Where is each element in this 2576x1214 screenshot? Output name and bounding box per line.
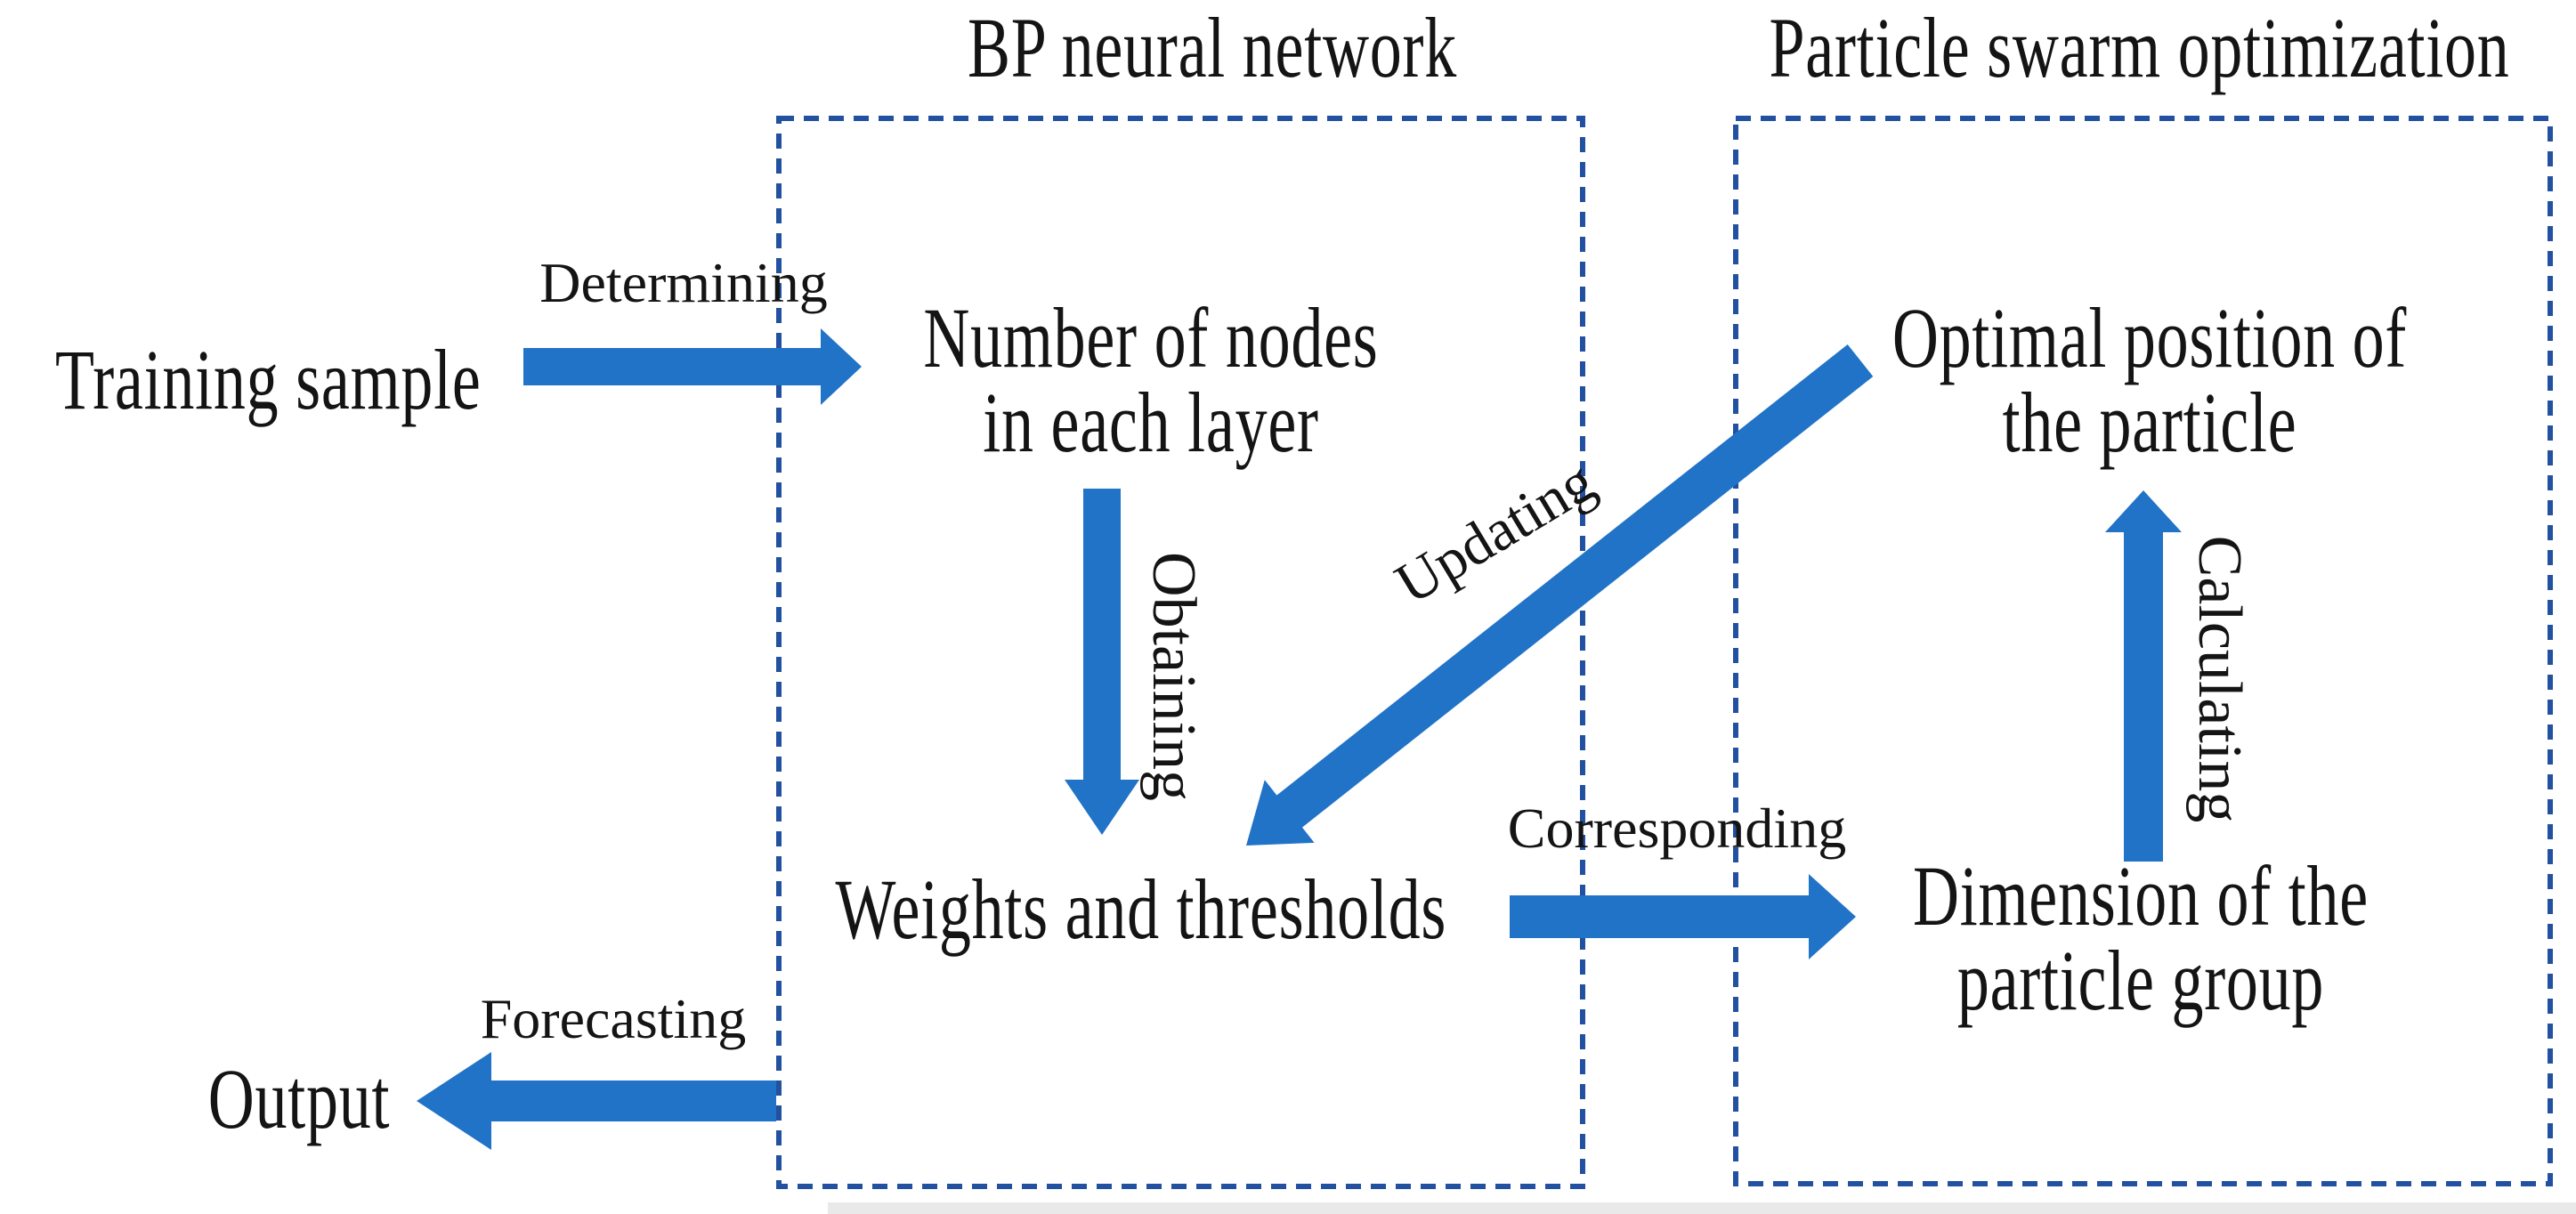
bp-network-title: BP neural network [968, 0, 1457, 95]
optimal-position-line2: the particle [2002, 375, 2297, 470]
determining-arrow [523, 328, 862, 405]
dimension-line1: Dimension of the [1913, 848, 2369, 943]
number-of-nodes-line1: Number of nodes [923, 290, 1379, 385]
bp-network-box [776, 116, 1585, 1189]
corresponding-arrow [1510, 874, 1856, 959]
bottom-scan-artifact [828, 1202, 2576, 1214]
optimal-position-line1: Optimal position of [1891, 290, 2408, 385]
calculating-arrow [2105, 490, 2182, 862]
weights-thresholds-node: Weights and thresholds [835, 862, 1447, 957]
training-sample-node: Training sample [55, 332, 482, 427]
obtaining-label: Obtaining [1139, 552, 1208, 801]
number-of-nodes-line2: in each layer [983, 375, 1319, 470]
updating-arrow [1246, 344, 1874, 846]
forecasting-label: Forecasting [480, 987, 747, 1050]
forecasting-arrow [417, 1052, 776, 1150]
dimension-line2: particle group [1956, 933, 2325, 1028]
corresponding-label: Corresponding [1507, 797, 1847, 860]
determining-label: Determining [539, 251, 828, 314]
calculating-label: Calculating [2185, 535, 2254, 823]
obtaining-arrow [1065, 489, 1139, 835]
output-node: Output [207, 1051, 391, 1146]
pso-box [1733, 116, 2553, 1186]
pso-title: Particle swarm optimization [1769, 0, 2510, 95]
